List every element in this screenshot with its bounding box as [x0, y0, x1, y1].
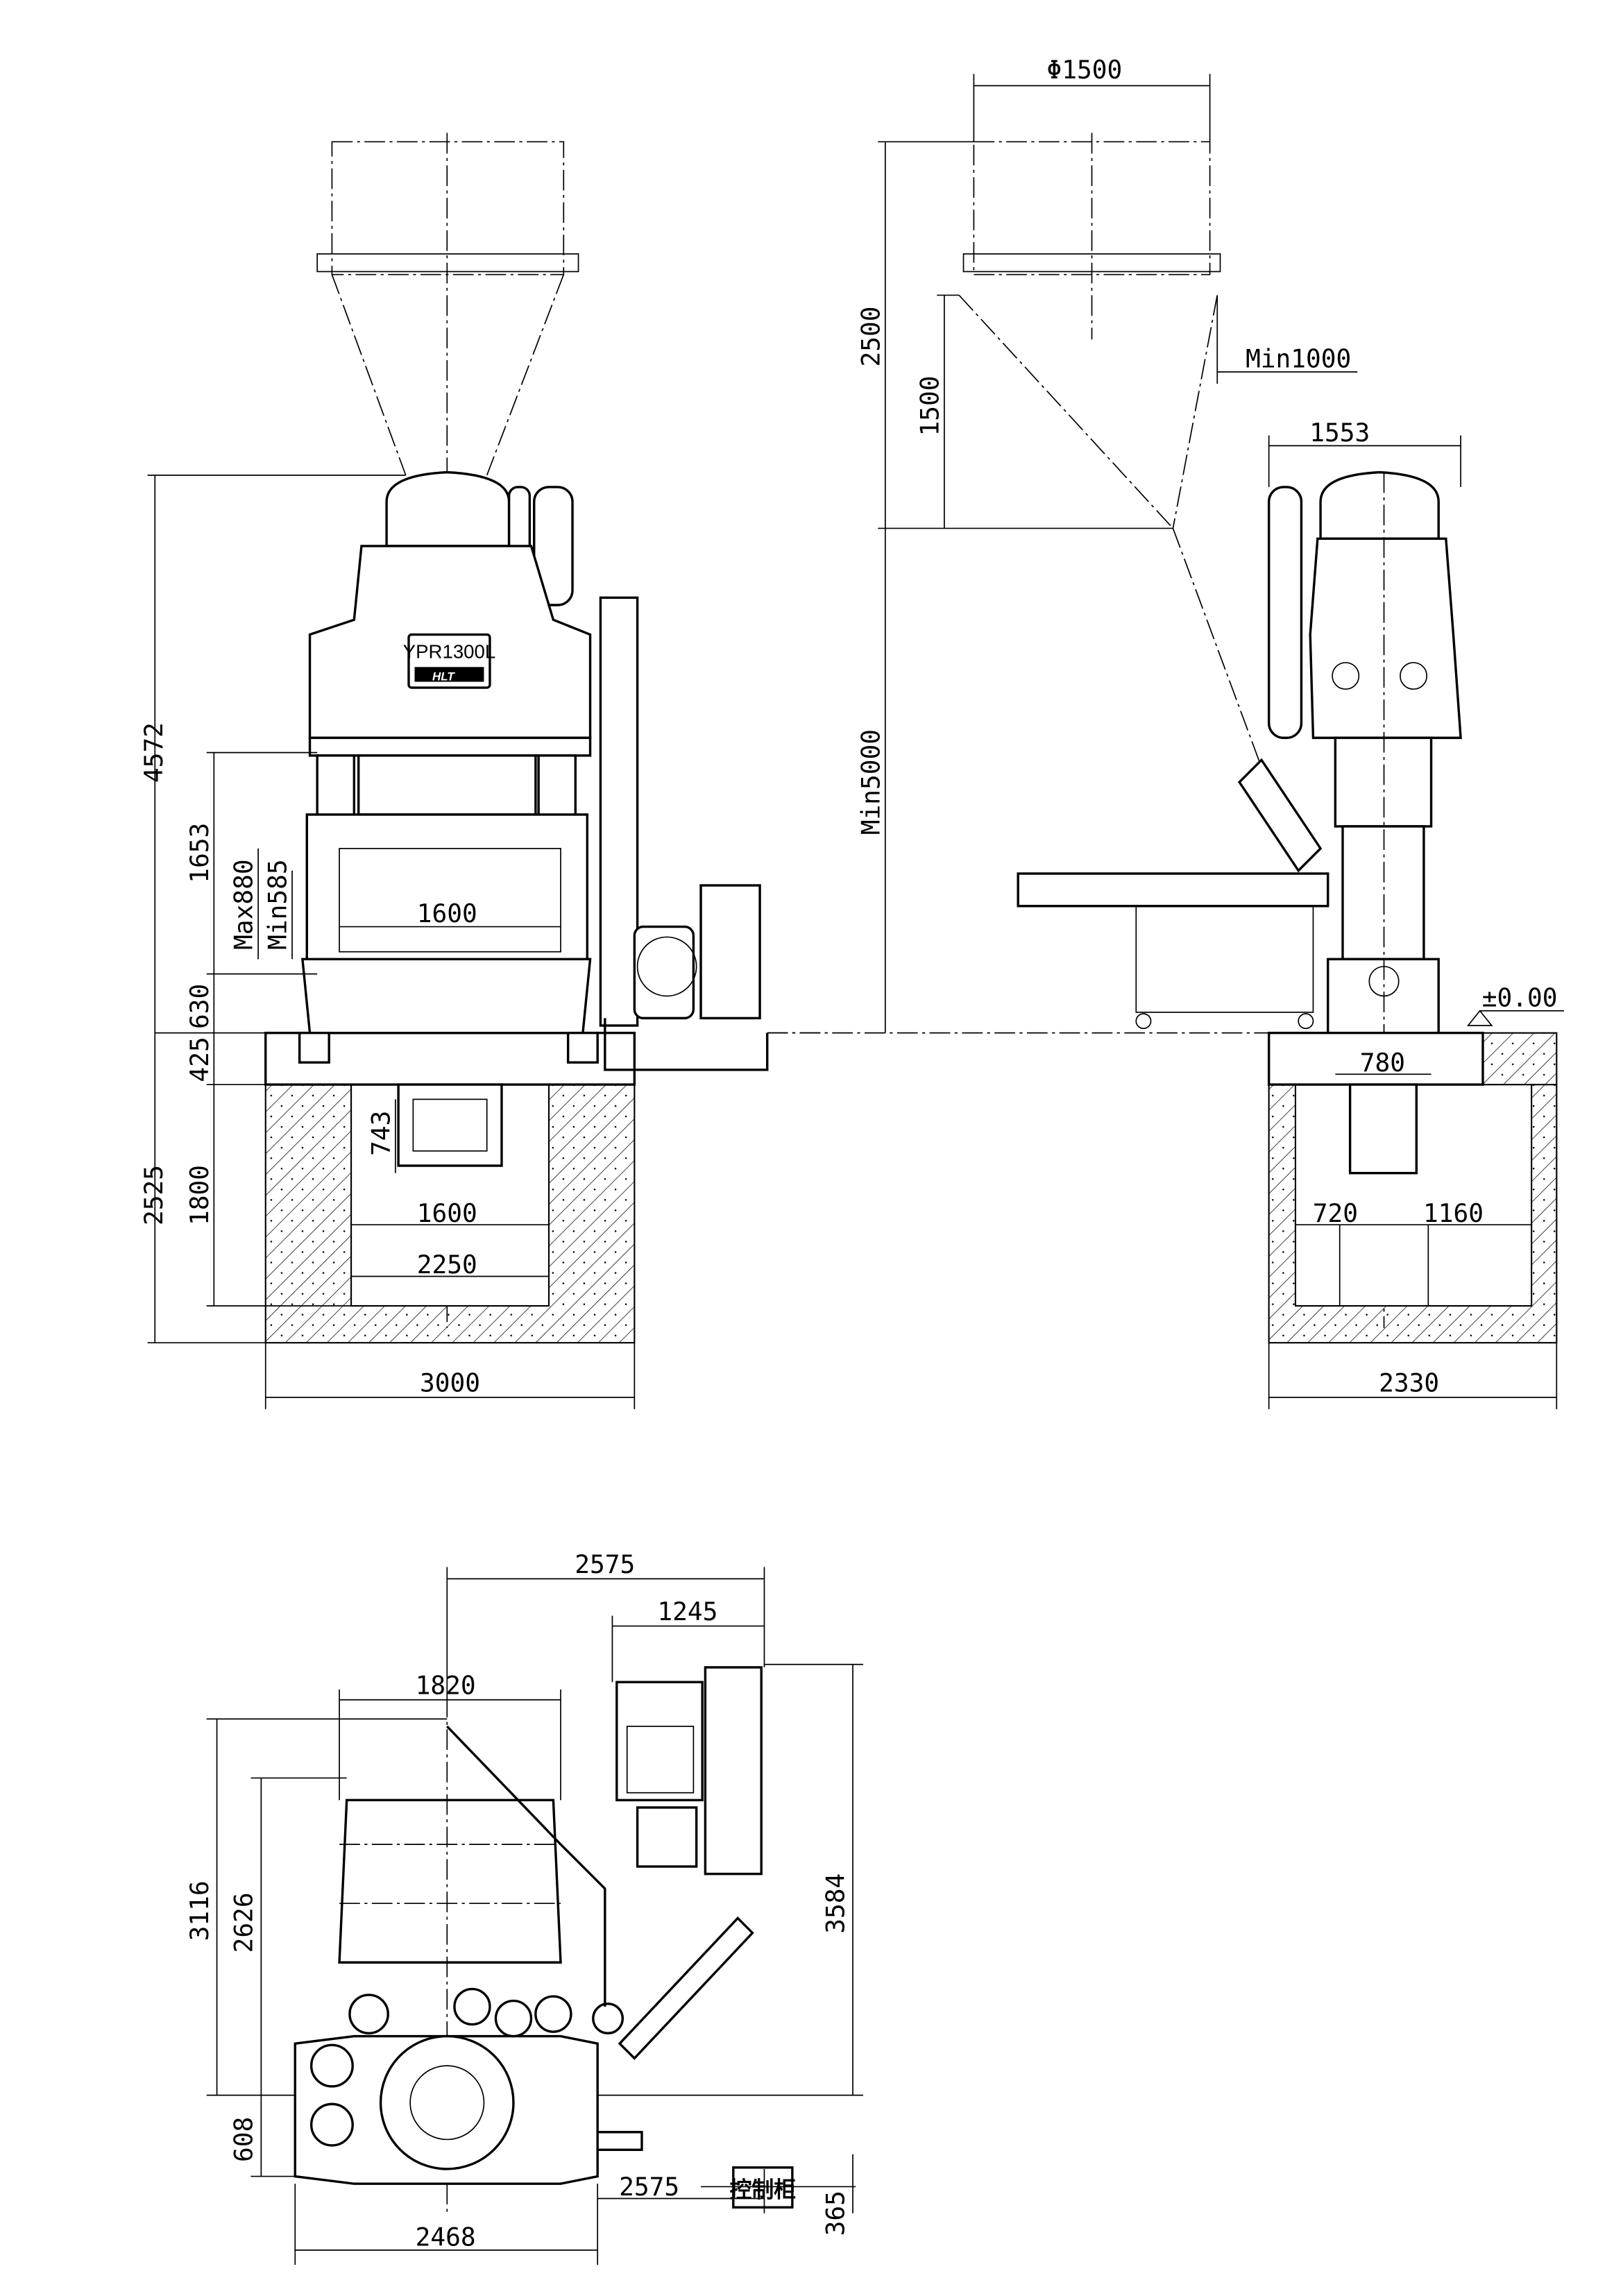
foundation-pit [264, 1031, 636, 1344]
dim-720: 720 [1313, 1198, 1358, 1228]
dim-total-height: 4572 [139, 722, 169, 783]
control-cabinet: 控制柜 [701, 2166, 856, 2209]
dim-min5000: Min5000 [856, 729, 885, 835]
brand-logo: HLT [432, 670, 455, 683]
front-dimensions [147, 475, 636, 1409]
dim-min1000: Min1000 [1246, 344, 1351, 374]
pit-side [1267, 1031, 1558, 1344]
dim-1245: 1245 [657, 1597, 717, 1626]
dim-3584: 3584 [820, 1873, 850, 1934]
dim-table-width: 1600 [417, 899, 477, 928]
dim-pit-inner: 1600 [417, 1198, 477, 1228]
dim-780: 780 [1360, 1048, 1405, 1078]
plan-dimensions [206, 1567, 863, 2265]
side-view: Φ1500 2500 1500 Min1000 1553 Min5000 ±0.… [767, 55, 1564, 1409]
dim-pit-mid: 2250 [417, 1250, 477, 1279]
level-mark: ±0.00 [1482, 983, 1558, 1012]
dim-1820: 1820 [416, 1670, 476, 1700]
dim-hopper-dia: Φ1500 [1047, 55, 1123, 85]
dim-2330: 2330 [1379, 1368, 1439, 1397]
dim-1160: 1160 [1423, 1198, 1484, 1228]
dim-2575-top: 2575 [575, 1549, 635, 1579]
dim-2626: 2626 [229, 1892, 259, 1953]
front-view: YPR1300L HLT 4572 1653 Max880 [139, 133, 826, 1409]
dim-3116: 3116 [185, 1880, 214, 1941]
dim-608: 608 [229, 2117, 259, 2162]
dim-base-width: 3000 [420, 1368, 480, 1397]
dim-pit-depth: 2525 [139, 1165, 169, 1225]
dim-2500: 2500 [856, 307, 885, 367]
dim-max-stroke: Max880 [229, 859, 259, 949]
hopper-side [958, 74, 1262, 768]
dim-365: 365 [820, 2191, 850, 2236]
dim-425: 425 [185, 1037, 214, 1082]
dim-2575-bottom: 2575 [619, 2172, 679, 2202]
model-nameplate: YPR1300L HLT [403, 633, 496, 689]
plan-machine [294, 1666, 763, 2213]
dim-630: 630 [185, 984, 214, 1029]
dim-1500: 1500 [915, 375, 944, 436]
plan-view: 控制柜 2575 [185, 1549, 863, 2265]
dim-1553: 1553 [1309, 418, 1370, 448]
dim-743: 743 [366, 1111, 396, 1156]
dim-2468: 2468 [416, 2222, 476, 2252]
dim-1800: 1800 [185, 1165, 214, 1225]
side-dimensions [767, 141, 1564, 1409]
model-name: YPR1300L [403, 641, 496, 663]
dim-min-stroke: Min585 [263, 859, 293, 950]
dim-1653: 1653 [185, 823, 214, 883]
